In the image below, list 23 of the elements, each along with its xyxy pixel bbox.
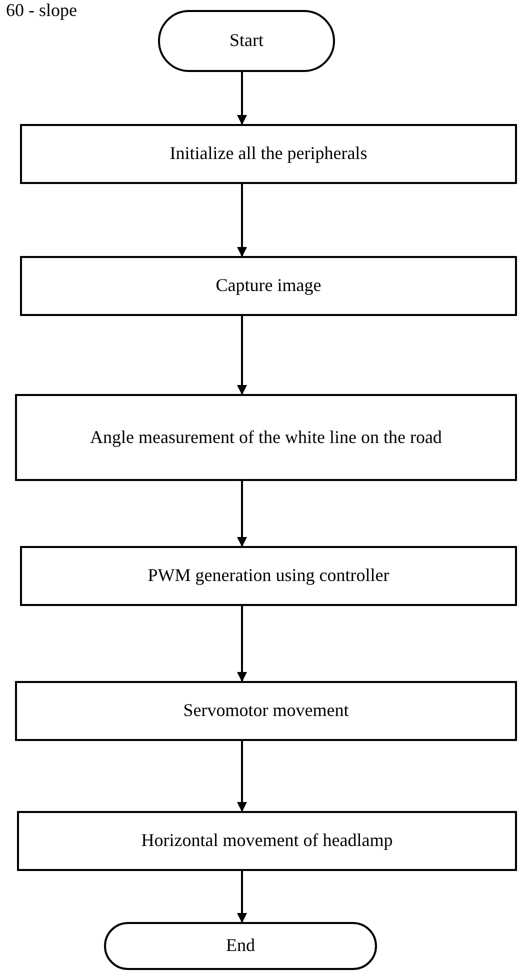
arrow <box>237 871 247 923</box>
process-box <box>20 546 517 606</box>
process-box <box>15 681 517 741</box>
arrow <box>237 184 247 257</box>
arrow <box>237 316 247 395</box>
terminator-shape <box>104 922 377 970</box>
process-box <box>20 124 517 184</box>
process-box <box>20 256 517 316</box>
step-text: PWM generation using controller <box>148 564 390 588</box>
step-text: Capture image <box>216 274 322 298</box>
step-text: Initialize all the peripherals <box>170 142 368 166</box>
process-box <box>15 394 517 481</box>
arrow <box>237 741 247 812</box>
arrow <box>237 606 247 682</box>
step-text: End <box>226 934 255 958</box>
step-text: Servomotor movement <box>183 699 349 722</box>
arrow <box>237 481 247 547</box>
step-text: Horizontal movement of headlamp <box>141 829 393 852</box>
note-text: 60 - slope <box>6 0 77 21</box>
process-box <box>17 811 517 871</box>
arrow <box>237 72 247 125</box>
step-text: Angle measurement of the white line on the road <box>90 426 442 449</box>
step-text: Start <box>230 29 264 52</box>
